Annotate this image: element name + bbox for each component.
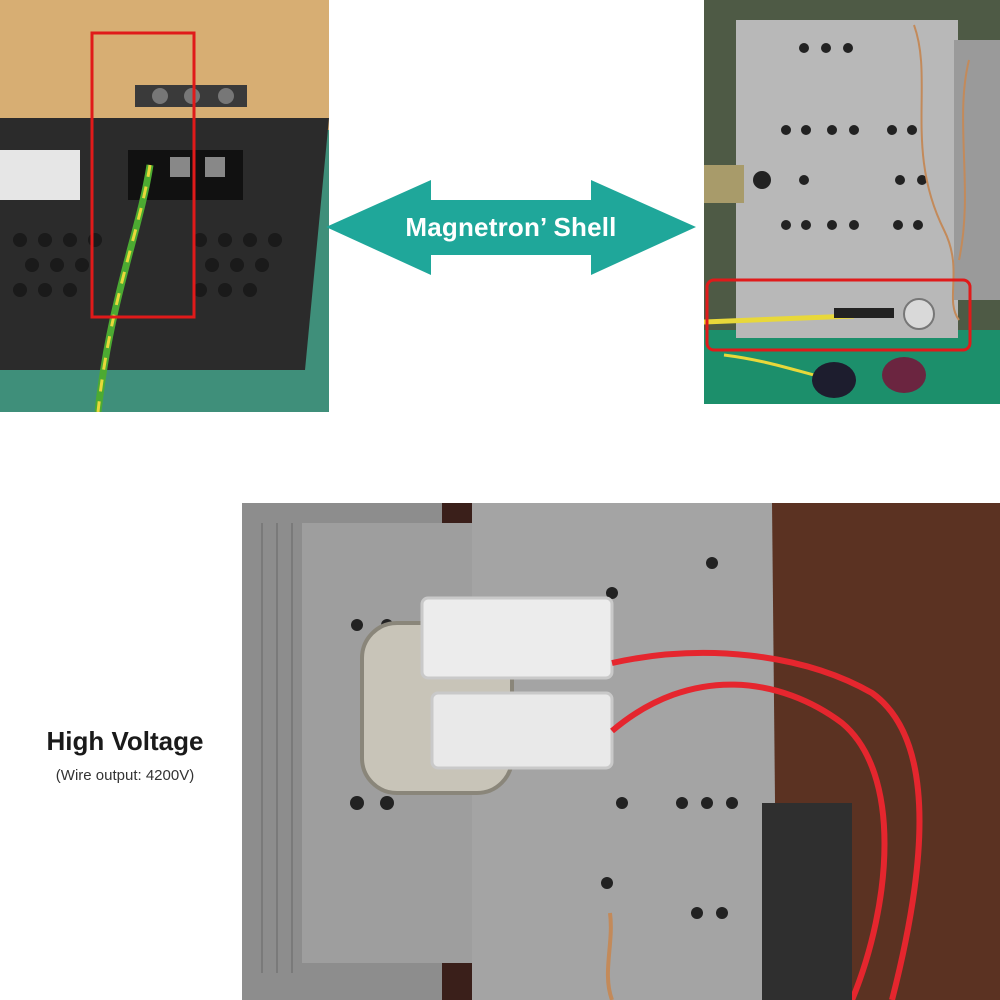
magnetron-shell-photo xyxy=(704,0,1000,404)
arrow-label: Magnetron’ Shell xyxy=(405,212,617,242)
high-voltage-subtitle: (Wire output: 4200V) xyxy=(55,767,195,784)
magnetron-shell-arrow: Magnetron’ Shell xyxy=(326,180,696,275)
high-voltage-terminals-photo xyxy=(242,503,1000,1000)
high-voltage-title: High Voltage xyxy=(46,726,204,756)
power-supply-photo xyxy=(0,0,329,412)
double-arrow-icon xyxy=(326,180,696,275)
